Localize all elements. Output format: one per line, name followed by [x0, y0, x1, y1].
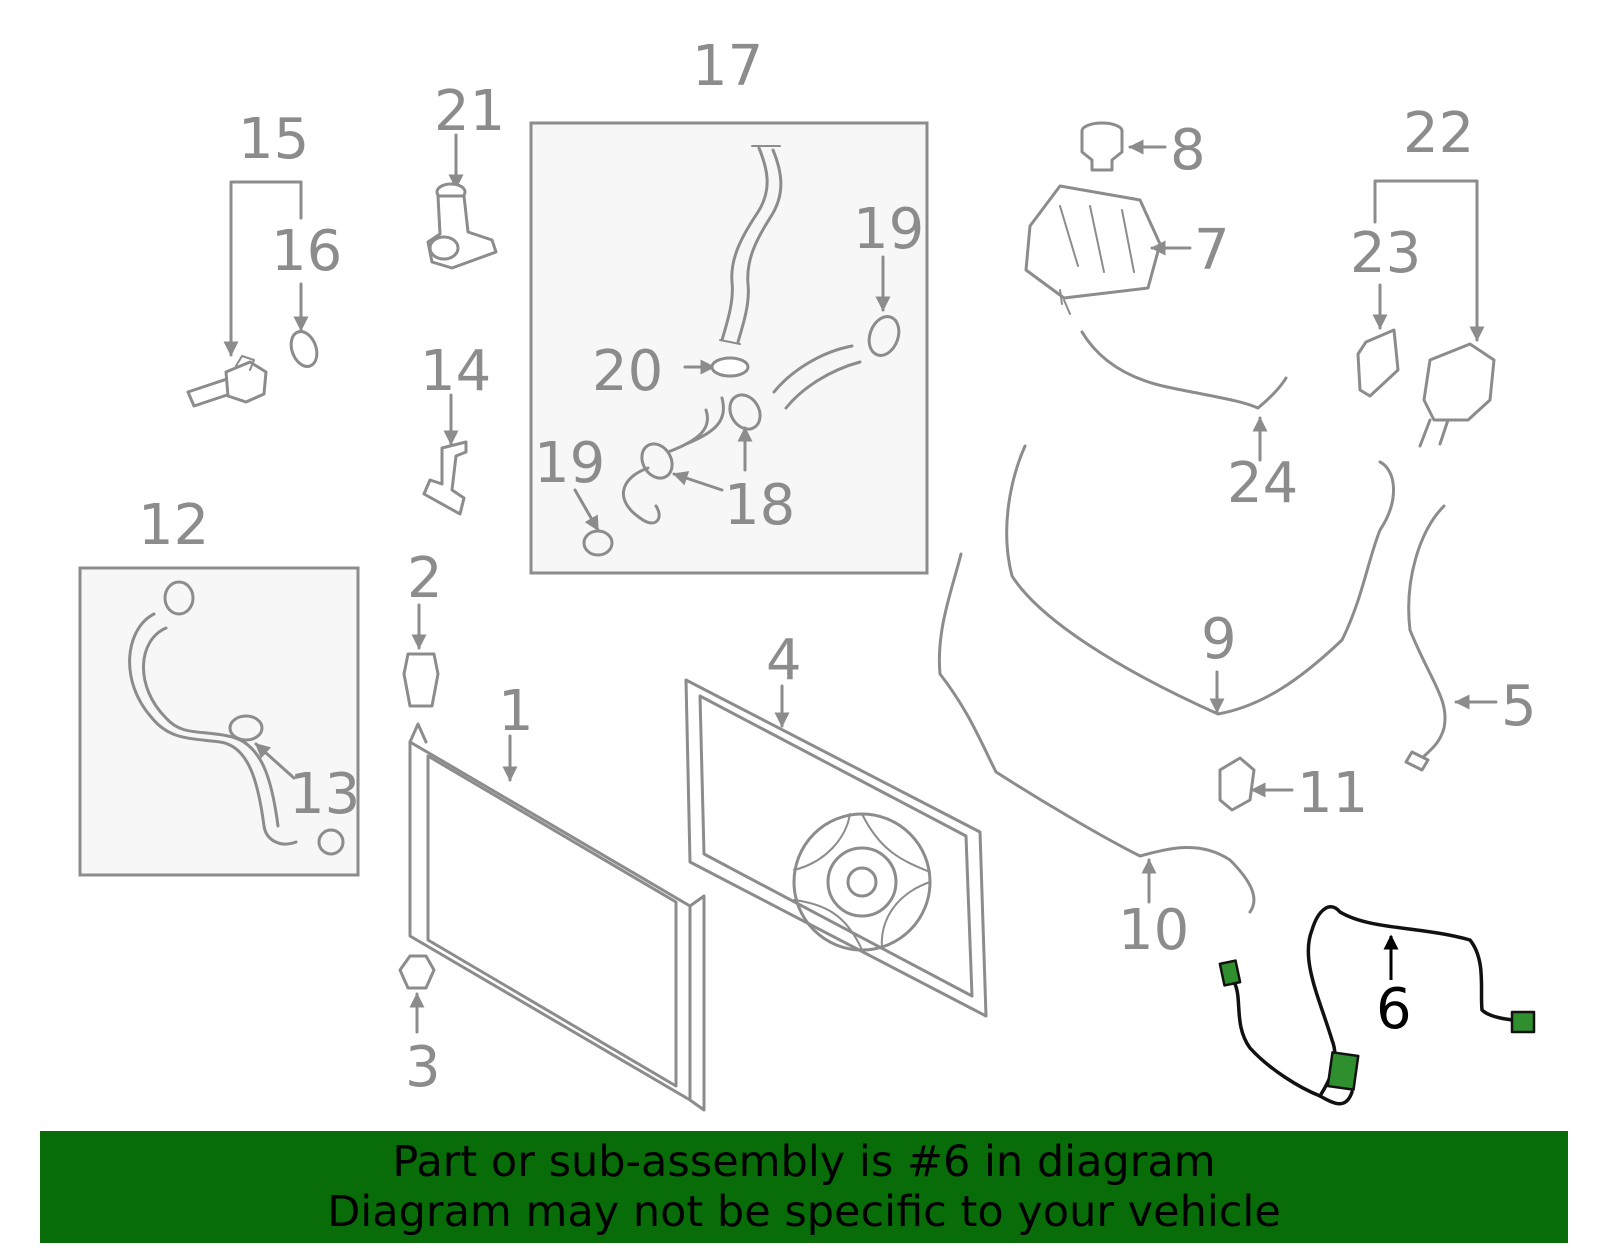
callout-4: 4 [766, 628, 802, 693]
part-7-reservoir [1024, 184, 1192, 315]
part-21-outlet-housing [426, 133, 498, 270]
part-13-clamp [228, 714, 345, 856]
callout-24: 24 [1227, 451, 1298, 516]
callout-3: 3 [405, 1035, 441, 1100]
connector-left [1218, 959, 1242, 987]
callout-21: 21 [434, 79, 505, 144]
callout-5: 5 [1501, 674, 1537, 739]
callout-20: 20 [592, 339, 663, 404]
part-23-gasket [1356, 283, 1400, 398]
group-box-17 [529, 121, 929, 575]
part-5-hose [1404, 504, 1498, 772]
part-8-cap [1080, 121, 1167, 172]
part-17-upper-hose [622, 145, 862, 525]
callout-22: 22 [1403, 101, 1474, 166]
part-3-insulator [398, 954, 436, 1034]
part-20-clamp [683, 356, 750, 378]
callout-1: 1 [498, 679, 534, 744]
callout-8: 8 [1170, 118, 1206, 183]
callout-19-right: 19 [853, 197, 924, 262]
part-22-valve-assembly [1373, 179, 1496, 448]
group-box-12 [78, 566, 360, 877]
callout-15: 15 [238, 107, 309, 172]
part-11-clip [1218, 756, 1294, 812]
callout-13: 13 [289, 762, 360, 827]
banner-line-part: Part or sub-assembly is #6 in diagram [392, 1137, 1216, 1187]
callout-9: 9 [1201, 607, 1237, 672]
part-18-clamps [640, 393, 762, 492]
banner-line-disclaimer: Diagram may not be specific to your vehi… [327, 1187, 1281, 1237]
callout-18: 18 [724, 473, 795, 538]
part-19-clamps [573, 255, 901, 557]
part-14-bracket [422, 393, 468, 516]
info-banner: Part or sub-assembly is #6 in diagram Di… [40, 1131, 1568, 1243]
part-12-lower-hose [128, 580, 298, 846]
part-1-radiator [408, 722, 706, 1112]
part-9-hose [1005, 444, 1395, 716]
part-24-hose [1080, 330, 1288, 462]
callout-2: 2 [407, 546, 443, 611]
callout-6: 6 [1376, 977, 1412, 1042]
callout-10: 10 [1118, 898, 1189, 963]
callout-11: 11 [1297, 761, 1368, 826]
callout-23: 23 [1350, 221, 1421, 286]
part-2-insulator [402, 603, 440, 708]
part-6-wiring-harness [1218, 905, 1536, 1106]
callout-14: 14 [420, 339, 491, 404]
callout-16: 16 [271, 219, 342, 284]
connector-center [1326, 1051, 1360, 1091]
callout-19-left: 19 [534, 431, 605, 496]
callout-12: 12 [138, 493, 209, 558]
part-16-o-ring [289, 282, 319, 368]
part-15-sensor [186, 180, 303, 408]
connector-right [1510, 1010, 1536, 1034]
callout-7: 7 [1194, 218, 1230, 283]
part-4-fan-shroud [684, 678, 988, 1018]
part-10-pipe [937, 552, 1256, 914]
callout-17: 17 [692, 34, 763, 99]
